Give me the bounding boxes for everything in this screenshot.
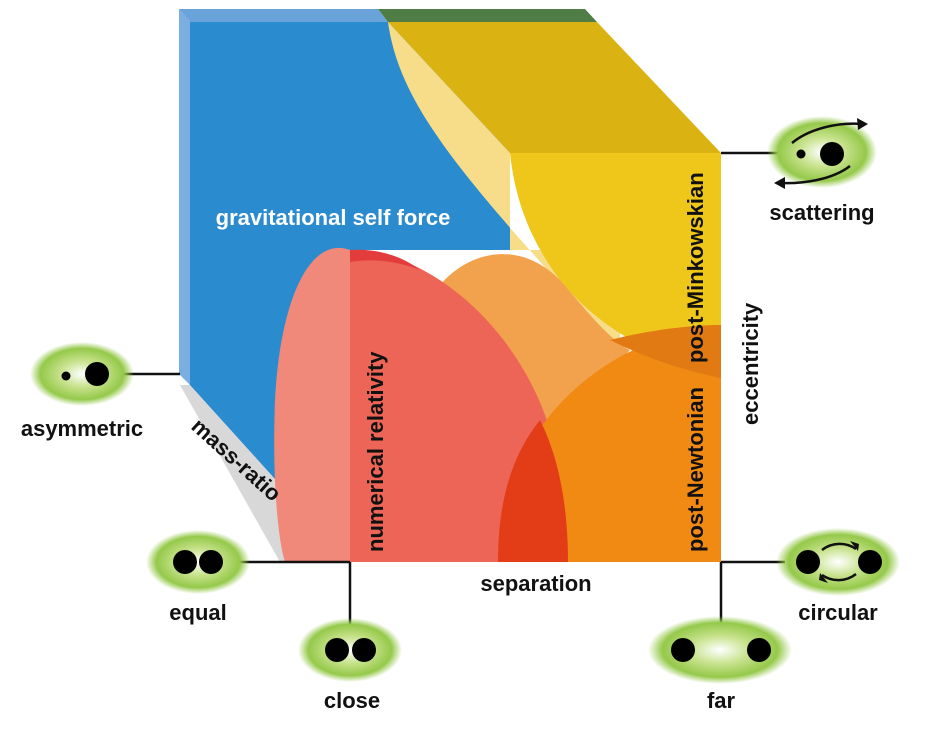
top-back-edge — [179, 9, 388, 22]
body-icon — [747, 638, 771, 662]
close-icon — [298, 618, 402, 682]
equal-label: equal — [169, 600, 226, 625]
body-icon — [173, 550, 197, 574]
post-minkowskian-region — [510, 153, 721, 378]
large-body-icon — [820, 142, 844, 166]
pn-nr-overlap — [498, 420, 568, 562]
circular-orbit-icon — [776, 528, 900, 596]
equal-icon — [146, 530, 250, 594]
eccentricity-axis-label: eccentricity — [738, 302, 763, 425]
scatter-arrow-icon — [791, 122, 863, 144]
pn-pm-overlap — [610, 325, 721, 378]
body-icon — [858, 550, 882, 574]
small-body-icon — [61, 371, 71, 381]
close-label: close — [324, 688, 380, 713]
far-label: far — [707, 688, 736, 713]
body-icon — [352, 638, 376, 662]
numerical-relativity-top-sliver — [350, 249, 420, 270]
top-face-gold — [388, 22, 721, 153]
orbit-arrow-icon — [821, 542, 857, 552]
asymmetric-label: asymmetric — [21, 416, 143, 441]
self-force-label: gravitational self force — [216, 205, 451, 230]
circular-label: circular — [798, 600, 878, 625]
left-edge-face — [179, 9, 190, 385]
numerical-relativity-label: numerical relativity — [363, 351, 388, 552]
body-icon — [325, 638, 349, 662]
top-dark-green-edge — [378, 9, 597, 22]
scattering-label: scattering — [769, 200, 874, 225]
small-body-icon — [796, 149, 806, 159]
body-icon — [671, 638, 695, 662]
far-icon — [648, 616, 792, 684]
separation-axis-label: separation — [480, 571, 591, 596]
asymmetric-icon — [30, 342, 134, 406]
post-newtonian-label: post-Newtonian — [683, 387, 708, 552]
body-icon — [796, 550, 820, 574]
numerical-relativity-side — [274, 247, 350, 562]
scatter-arrow-icon — [779, 165, 851, 185]
axis-lines — [120, 151, 785, 628]
body-icon — [199, 550, 223, 574]
orbit-arrow-icon — [821, 572, 857, 582]
post-minkowskian-label: post-Minkowskian — [683, 172, 708, 363]
scattering-icon — [767, 116, 877, 189]
large-body-icon — [85, 362, 109, 386]
